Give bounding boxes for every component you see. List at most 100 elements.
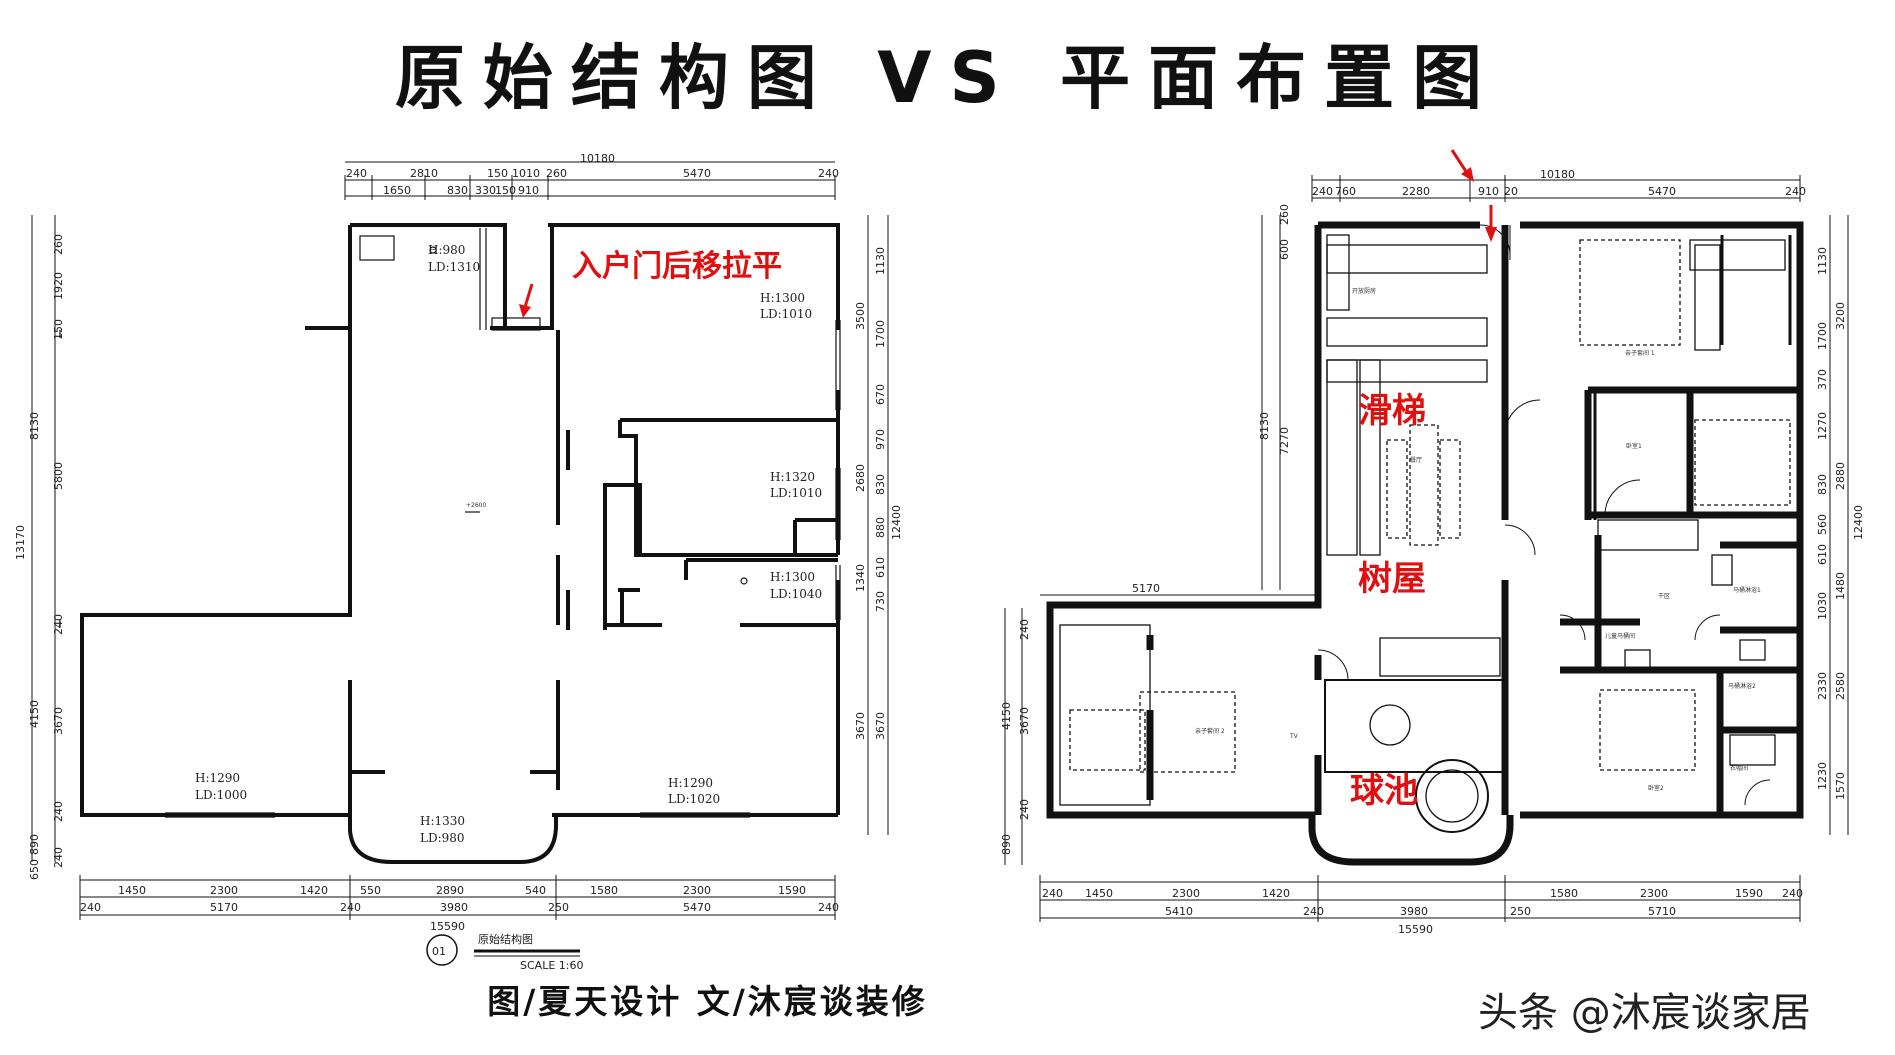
dim-bot-12: 240 [340, 901, 361, 914]
legend-scale: SCALE 1:60 [520, 959, 583, 972]
r-dim-left-8: 240 [1018, 799, 1031, 820]
r-dim-right-13: 2330 [1816, 672, 1829, 700]
window-note-h-1: H:980 [428, 243, 465, 257]
r-dim-left-7: 3670 [1018, 707, 1031, 735]
dim-right-12: 730 [874, 591, 887, 612]
room-note-cloakroom: 衣帽间 [1730, 764, 1748, 772]
dim-right-3: 1700 [874, 320, 887, 348]
r-dim-right-11: 1480 [1834, 572, 1847, 600]
r-dim-right-3: 1700 [1816, 322, 1829, 350]
slide-label: 滑梯 [1358, 391, 1426, 431]
r-dim-left-5: 240 [1018, 619, 1031, 640]
r-dim-bot-4: 1420 [1262, 887, 1290, 900]
dim-right-11: 1340 [854, 564, 867, 592]
r-dim-right-4: 370 [1816, 369, 1829, 390]
r-dim-right-9: 560 [1816, 514, 1829, 535]
dim-top-10: 330 [475, 184, 496, 197]
dim-top-12: 910 [518, 184, 539, 197]
red-arrow-icon [1450, 149, 1474, 182]
legend-name: 原始结构图 [478, 932, 533, 946]
dim-bot-5: 2890 [436, 884, 464, 897]
r-dim-bot-8: 240 [1782, 887, 1803, 900]
entry-door-annotation: 入户门后移拉平 [572, 249, 782, 284]
dim-bot-2: 2300 [210, 884, 238, 897]
dim-top-11: 150 [495, 184, 516, 197]
r-dim-top-total: 10180 [1540, 168, 1575, 181]
dim-left-3: 150 [52, 319, 65, 340]
r-dim-bot-7: 1590 [1735, 887, 1763, 900]
r-dim-top-5: 20 [1504, 185, 1518, 198]
r-dim-right-5: 1270 [1816, 412, 1829, 440]
dim-bot-3: 1420 [300, 884, 328, 897]
dim-top-5: 260 [546, 167, 567, 180]
dim-top-4: 1010 [512, 167, 540, 180]
dim-right-2: 3500 [854, 302, 867, 330]
floor-layout-plan [1004, 175, 1849, 922]
dim-left-8: 4150 [28, 700, 41, 728]
room-note-toilet2: 马桶淋浴2 [1728, 682, 1756, 690]
r-dim-mid: 5170 [1132, 582, 1160, 595]
dim-right-1: 1130 [874, 247, 887, 275]
r-dim-bot-9: 5410 [1165, 905, 1193, 918]
r-dim-bot-3: 2300 [1172, 887, 1200, 900]
dim-left-6: 13170 [14, 525, 27, 560]
dim-bot-1: 1450 [118, 884, 146, 897]
window-note-ld-1: LD:1310 [428, 260, 480, 274]
legend-number: 01 [432, 945, 446, 958]
dim-left-4: 8130 [28, 412, 41, 440]
r-dim-top-6: 5470 [1648, 185, 1676, 198]
watermark: 头条 @沐宸谈家居 [1478, 990, 1811, 1036]
room-note-suite1: 亲子套间 1 [1625, 349, 1655, 357]
r-dim-left-2: 260 [1278, 204, 1291, 225]
r-dim-bot-12: 250 [1510, 905, 1531, 918]
r-dim-top-1: 240 [1312, 185, 1333, 198]
red-arrow-icon [1485, 205, 1497, 242]
dim-bot-14: 250 [548, 901, 569, 914]
dim-right-10: 610 [874, 557, 887, 578]
window-note-h-3: H:1320 [770, 470, 815, 484]
dim-left-9: 3670 [52, 707, 65, 735]
dim-top-total: 10180 [580, 152, 615, 165]
r-dim-bot-5: 1580 [1550, 887, 1578, 900]
dim-left-7: 240 [52, 614, 65, 635]
r-dim-right-12: 1030 [1816, 592, 1829, 620]
dim-right-6: 2680 [854, 464, 867, 492]
dim-bot-total: 15590 [430, 920, 465, 933]
dim-right-5: 970 [874, 429, 887, 450]
r-dim-left-9: 890 [1000, 834, 1013, 855]
dim-bot-13: 3980 [440, 901, 468, 914]
dim-top-3: 150 [487, 167, 508, 180]
dim-left-13: 650 [28, 859, 41, 880]
room-note-kitchen: 开放厨房 [1352, 287, 1376, 295]
r-dim-right-8: 12400 [1852, 505, 1865, 540]
dim-bot-15: 5470 [683, 901, 711, 914]
r-dim-top-3: 2280 [1402, 185, 1430, 198]
r-dim-left-1: 600 [1278, 239, 1291, 260]
r-dim-right-7: 830 [1816, 474, 1829, 495]
r-dim-top-7: 240 [1785, 185, 1806, 198]
r-dim-bot-2: 1450 [1085, 887, 1113, 900]
room-note-suite2: 亲子套间 2 [1195, 727, 1225, 735]
original-plan-notes: H:980 LD:1310 H:1300 LD:1010 H:1320 LD:1… [195, 243, 822, 845]
dim-bot-10: 240 [80, 901, 101, 914]
r-dim-bot-1: 240 [1042, 887, 1063, 900]
r-dim-right-14: 2580 [1834, 672, 1847, 700]
dim-right-8: 880 [874, 517, 887, 538]
dim-right-4: 670 [874, 384, 887, 405]
r-dim-right-16: 1570 [1834, 772, 1847, 800]
dim-top-8: 1650 [383, 184, 411, 197]
r-dim-right-2: 3200 [1834, 302, 1847, 330]
layout-plan-room-notes: 开放厨房 餐厅 卧室1 亲子套间 1 亲子套间 2 卧室2 干区 马桶淋浴1 马… [1195, 287, 1761, 792]
r-dim-bot-10: 240 [1303, 905, 1324, 918]
dim-top-9: 830 [447, 184, 468, 197]
window-note-ld-7: LD:980 [420, 831, 465, 845]
treehouse-label: 树屋 [1358, 559, 1426, 599]
window-note-ld-6: LD:1020 [668, 792, 720, 806]
room-note-bedroom2: 卧室2 [1648, 784, 1664, 792]
dim-bot-11: 5170 [210, 901, 238, 914]
dim-left-12: 240 [52, 847, 65, 868]
window-note-h-7: H:1330 [420, 814, 465, 828]
window-note-h-2: H:1300 [760, 291, 805, 305]
r-dim-right-1: 1130 [1816, 247, 1829, 275]
